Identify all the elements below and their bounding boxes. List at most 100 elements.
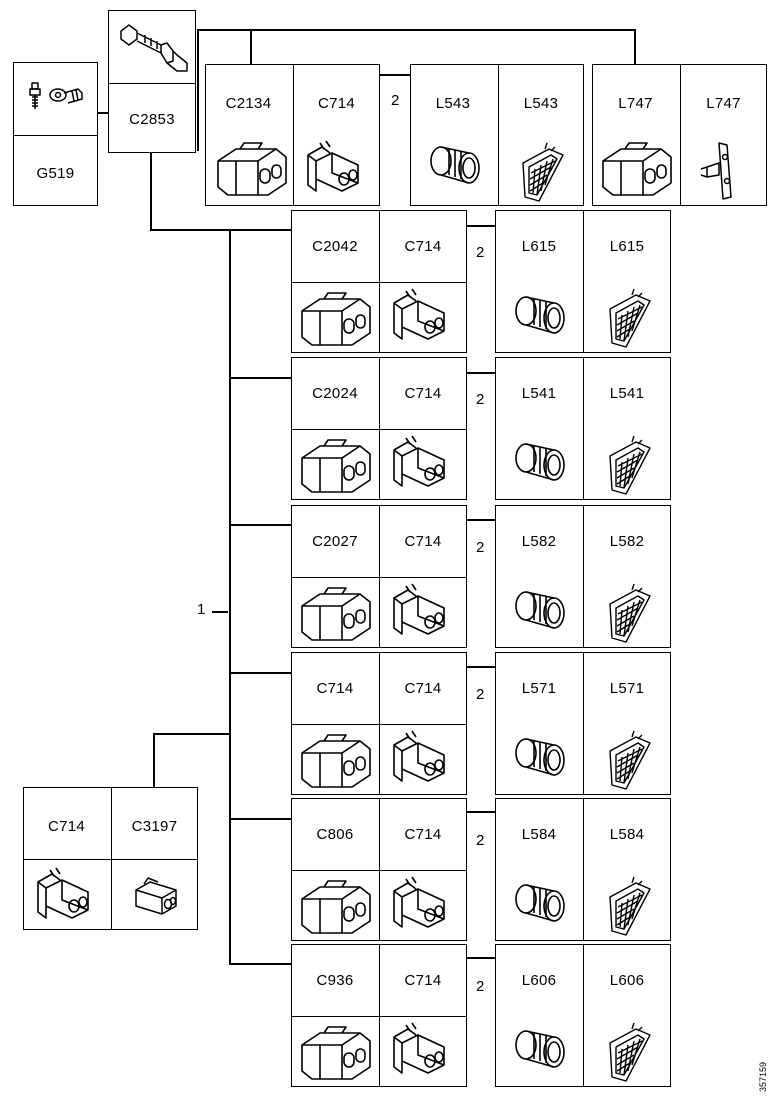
wire-top-pair-lamp (379, 74, 411, 76)
connector-icon (217, 142, 287, 196)
lamp-grille-icon (522, 142, 564, 202)
row-pair-right-label: C714 (404, 972, 442, 989)
row-lamp-left-label: L582 (521, 533, 557, 550)
top-pair-box: C2134 C714 (205, 64, 380, 206)
row-pair-box: C2024 C714 (291, 357, 467, 500)
branch-box: C714 C3197 (23, 787, 198, 930)
connector-icon (301, 587, 371, 641)
connector-icon (602, 142, 672, 196)
harness-callout: 1 (197, 601, 206, 618)
connector-icon (301, 1026, 371, 1080)
connector-icon (301, 439, 371, 493)
crimp-terminal-icon (120, 24, 188, 72)
connector-angled-icon (393, 288, 445, 340)
wire-terminal-ground (96, 112, 110, 114)
wire-branch-c3197-h (153, 733, 231, 735)
row-callout: 2 (476, 832, 485, 849)
lamp-socket-icon (515, 884, 565, 922)
lamp-grille-icon (609, 435, 651, 495)
connector-angled-icon (37, 867, 89, 919)
row-pair-right-label: C714 (404, 385, 442, 402)
row-pair-left-label: C2027 (312, 533, 358, 550)
top-pair-left-label: C2134 (225, 95, 272, 112)
lamp-grille-icon (609, 730, 651, 790)
wire-branch-row4 (229, 672, 292, 674)
connector-angled-icon (307, 140, 359, 192)
ground-label: G519 (36, 165, 75, 182)
lamp-grille-icon (609, 288, 651, 348)
row-pair-right-label: C714 (404, 680, 442, 697)
row-pair-left-label: C2024 (312, 385, 358, 402)
row-lamp-right-label: L606 (609, 972, 645, 989)
lamp-grille-icon (609, 876, 651, 936)
connector-angled-icon (393, 1022, 445, 1074)
connector-angled-icon (393, 730, 445, 782)
row-lamp-right-label: L571 (609, 680, 645, 697)
row-lamp-left-label: L584 (521, 826, 557, 843)
lamp-grille-icon (609, 1022, 651, 1082)
connector-angled-icon (393, 583, 445, 635)
row-pair-left-label: C2042 (312, 238, 358, 255)
top-lamp2-right-label: L747 (706, 95, 741, 112)
lamp-socket-icon (430, 146, 480, 184)
row-lamp-box: L584 L584 (495, 798, 671, 941)
row-pair-right-label: C714 (404, 826, 442, 843)
top-pair-right-label: C714 (317, 95, 356, 112)
row-lamp-right-label: L582 (609, 533, 645, 550)
wire-top-drop-c2134 (250, 29, 252, 65)
wire-row4-lamp (466, 666, 496, 668)
top-lamp2-left-label: L747 (618, 95, 653, 112)
wire-trunk-v (229, 229, 231, 965)
lamp-bracket-icon (700, 142, 732, 200)
row-callout: 2 (476, 686, 485, 703)
row-lamp-left-label: L571 (521, 680, 557, 697)
lamp-socket-icon (515, 1030, 565, 1068)
ring-terminal-icon (29, 82, 83, 110)
wire-top-bus-h (197, 29, 635, 31)
row-lamp-right-label: L615 (609, 238, 645, 255)
connector-angled-icon (393, 876, 445, 928)
wire-row5-lamp (466, 811, 496, 813)
row-lamp-right-label: L584 (609, 826, 645, 843)
lamp-socket-icon (515, 738, 565, 776)
lamp-socket-icon (515, 443, 565, 481)
small-connector-icon (135, 877, 177, 915)
connector-icon (301, 880, 371, 934)
row-pair-right-label: C714 (404, 533, 442, 550)
connector-angled-icon (393, 435, 445, 487)
row-lamp-box: L615 L615 (495, 210, 671, 353)
top-group-callout: 2 (391, 92, 400, 109)
top-lamp-box-2: L747 L747 (592, 64, 767, 206)
row-lamp-left-label: L615 (521, 238, 557, 255)
wire-row3-lamp (466, 519, 496, 521)
row-callout: 2 (476, 539, 485, 556)
top-lamp1-right-label: L543 (523, 95, 559, 112)
row-pair-left-label: C806 (316, 826, 354, 843)
branch-right-label: C3197 (131, 818, 178, 835)
wire-top-bus-v1 (197, 29, 199, 151)
wire-terminal-down (150, 152, 152, 230)
wire-branch-row2 (229, 377, 292, 379)
harness-callout-leader (212, 611, 228, 613)
lamp-socket-icon (515, 296, 565, 334)
wire-branch-c3197-v (153, 733, 155, 788)
top-lamp-box-1: L543 L543 (410, 64, 584, 206)
row-lamp-left-label: L541 (521, 385, 557, 402)
connector-icon (301, 292, 371, 346)
wire-branch-row3 (229, 524, 292, 526)
wire-row6-lamp (466, 957, 496, 959)
top-lamp1-left-label: L543 (435, 95, 471, 112)
row-lamp-box: L571 L571 (495, 652, 671, 795)
wire-branch-row6 (229, 963, 292, 965)
row-lamp-right-label: L541 (609, 385, 645, 402)
row-pair-box: C806 C714 (291, 798, 467, 941)
connector-icon (301, 734, 371, 788)
wire-top-drop-l747 (634, 29, 636, 65)
row-callout: 2 (476, 244, 485, 261)
lamp-socket-icon (515, 591, 565, 629)
wire-branch-row5 (229, 818, 292, 820)
row-lamp-left-label: L606 (521, 972, 557, 989)
row-lamp-box: L606 L606 (495, 944, 671, 1087)
